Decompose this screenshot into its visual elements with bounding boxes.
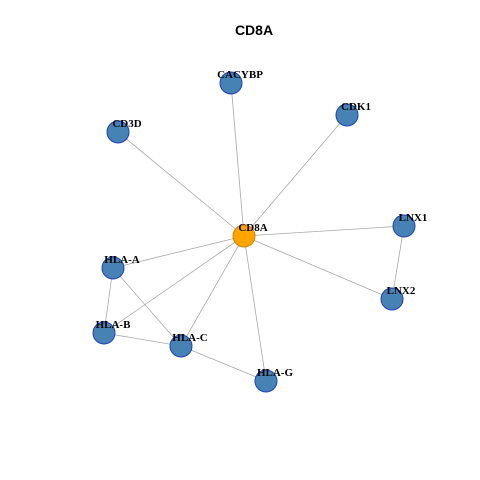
- diagram-title: CD8A: [235, 22, 273, 38]
- node-label-lnx2: LNX2: [387, 285, 416, 297]
- node-hla-g: HLA-G: [254, 367, 294, 393]
- node-circle-hla-g: [254, 369, 278, 393]
- edge-cd8a-hla-c: [180, 235, 245, 347]
- node-label-cacybp: CACYBP: [217, 69, 263, 81]
- node-label-cd3d: CD3D: [112, 118, 141, 130]
- node-label-hla-g: HLA-G: [257, 367, 294, 379]
- node-label-lnx1: LNX1: [399, 212, 428, 224]
- edge-cd8a-lnx2: [243, 235, 393, 300]
- edge-cd8a-cacybp: [230, 82, 245, 237]
- node-label-cdk1: CDK1: [341, 101, 371, 113]
- edge-cd8a-lnx1: [243, 225, 405, 237]
- node-lnx1: LNX1: [392, 212, 428, 238]
- node-circle-hla-b: [92, 321, 116, 345]
- node-circle-hla-a: [101, 256, 125, 280]
- edge-hla-a-hla-c: [112, 267, 182, 347]
- node-cd3d: CD3D: [106, 118, 142, 144]
- node-circle-cacybp: [219, 71, 243, 95]
- edge-hla-b-hla-c: [103, 332, 182, 347]
- edge-cd8a-hla-g: [243, 235, 267, 382]
- node-label-cd8a: CD8A: [238, 222, 267, 234]
- edge-hla-c-hla-g: [180, 345, 267, 382]
- node-circle-lnx2: [380, 287, 404, 311]
- node-hla-c: HLA-C: [169, 332, 208, 358]
- edge-cd8a-cdk1: [243, 114, 348, 237]
- node-hla-a: HLA-A: [101, 254, 140, 280]
- node-label-hla-b: HLA-B: [96, 319, 132, 331]
- edge-cd8a-hla-b: [103, 235, 245, 334]
- node-cacybp: CACYBP: [217, 69, 263, 95]
- node-label-hla-a: HLA-A: [104, 254, 140, 266]
- node-hla-b: HLA-B: [92, 319, 132, 345]
- node-label-hla-c: HLA-C: [172, 332, 208, 344]
- node-circle-cd8a: [232, 224, 256, 248]
- edge-cd8a-hla-a: [112, 235, 245, 269]
- node-circle-cdk1: [335, 103, 359, 127]
- node-cdk1: CDK1: [335, 101, 371, 127]
- node-circle-lnx1: [392, 214, 416, 238]
- node-cd8a: CD8A: [232, 222, 268, 248]
- node-circle-hla-c: [169, 334, 193, 358]
- node-lnx2: LNX2: [380, 285, 416, 311]
- edge-lnx1-lnx2: [391, 225, 405, 300]
- node-circle-cd3d: [106, 120, 130, 144]
- edge-cd8a-cd3d: [117, 131, 245, 237]
